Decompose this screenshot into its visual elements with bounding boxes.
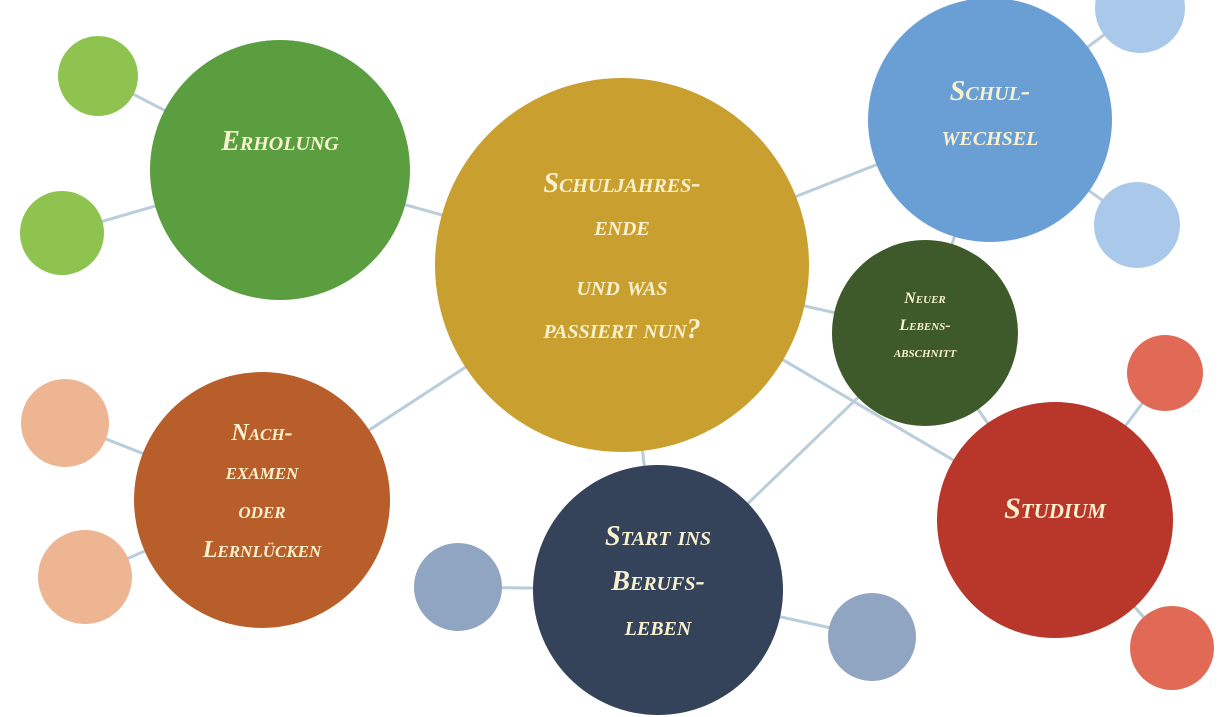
node-label: Neuer: [903, 290, 946, 307]
center-label: ende: [593, 211, 650, 242]
node-label: Lernlücken: [202, 537, 322, 563]
node-circle: [150, 40, 410, 300]
node-schulwechsel: Schul- wechsel: [868, 0, 1112, 242]
node-studium: Studium: [937, 402, 1173, 638]
satellite-schulwechsel: [1094, 182, 1180, 268]
satellite-schulwechsel: [1095, 0, 1185, 53]
node-label: examen: [225, 459, 299, 485]
node-label: Berufs-: [610, 566, 705, 597]
node-label: oder: [238, 498, 285, 524]
satellites: [20, 0, 1214, 690]
node-erholung: Erholung: [150, 40, 410, 300]
node-berufsleben: Start ins Berufs- leben: [533, 465, 783, 715]
node-nachexamen: Nach- examen oder Lernlücken: [134, 372, 390, 628]
satellite-studium: [1127, 335, 1203, 411]
center-label: passiert nun?: [542, 314, 700, 345]
node-lebensabschnitt: Neuer Lebens- abschnitt: [832, 240, 1018, 426]
node-label: leben: [624, 611, 693, 642]
node-circle: [937, 402, 1173, 638]
satellite-erholung: [20, 191, 104, 275]
satellite-studium: [1130, 606, 1214, 690]
node-circle: [832, 240, 1018, 426]
node-label: wechsel: [942, 121, 1039, 152]
satellite-nachexamen: [21, 379, 109, 467]
node-center: Schuljahres- ende und was passiert nun?: [435, 78, 809, 452]
center-circle: [435, 78, 809, 452]
node-label: abschnitt: [893, 344, 958, 361]
node-label: Nach-: [230, 420, 292, 446]
center-label: und was: [576, 271, 667, 302]
node-circle: [868, 0, 1112, 242]
node-label: Studium: [1004, 492, 1107, 525]
satellite-nachexamen: [38, 530, 132, 624]
node-label: Start ins: [605, 521, 711, 552]
satellite-berufsleben: [414, 543, 502, 631]
node-label: Schul-: [950, 76, 1030, 107]
node-circle: [134, 372, 390, 628]
satellite-erholung: [58, 36, 138, 116]
node-label: Lebens-: [898, 317, 950, 334]
center-label: Schuljahres-: [543, 168, 700, 199]
node-label: Erholung: [220, 126, 339, 157]
satellite-berufsleben: [828, 593, 916, 681]
node-circle: [533, 465, 783, 715]
